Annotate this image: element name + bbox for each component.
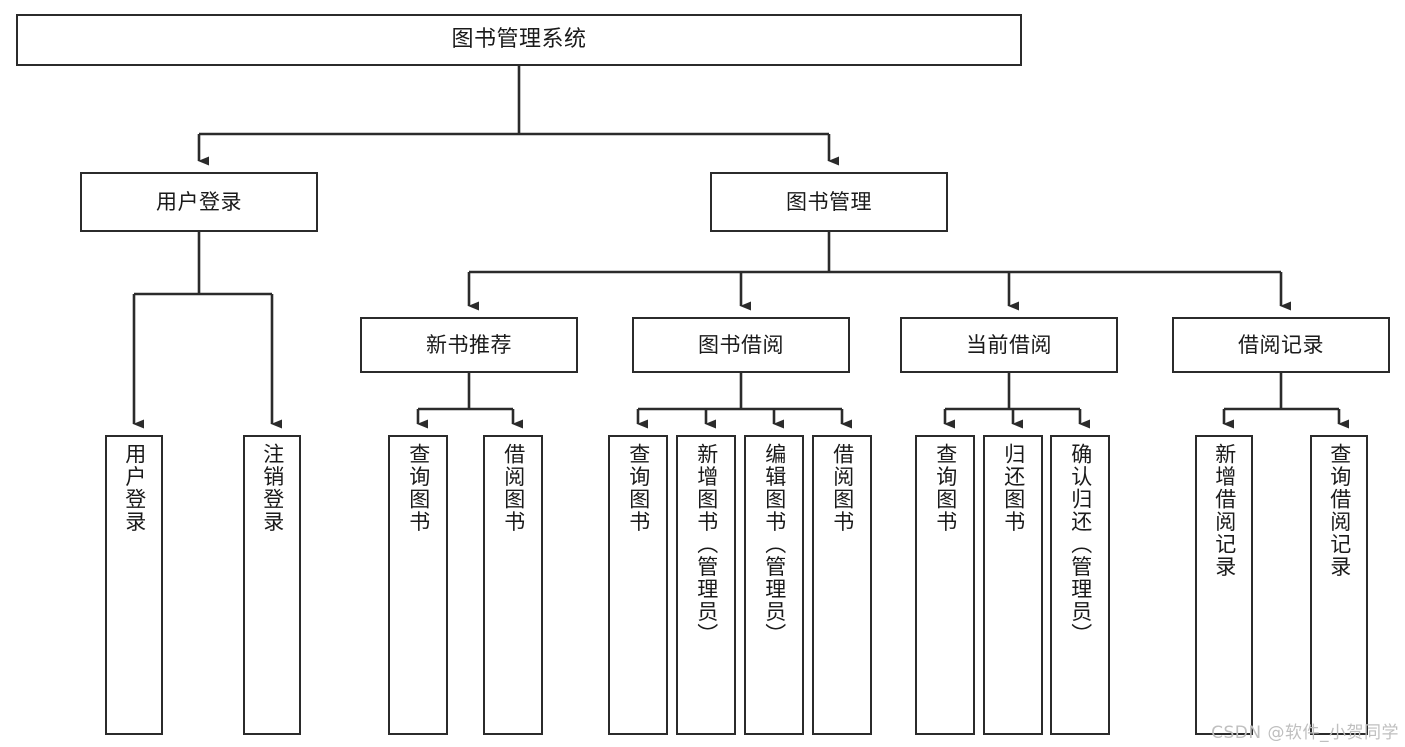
node-leaf-borrow-book-1[interactable]: 借阅图书 bbox=[483, 435, 543, 735]
node-leaf-borrow-book-2[interactable]: 借阅图书 bbox=[812, 435, 872, 735]
node-label: 图书借阅 bbox=[698, 332, 784, 357]
node-book-borrow[interactable]: 图书借阅 bbox=[632, 317, 850, 373]
node-label: 查询图书 bbox=[626, 443, 651, 533]
node-leaf-return-book[interactable]: 归还图书 bbox=[983, 435, 1043, 735]
node-new-book-recommend[interactable]: 新书推荐 bbox=[360, 317, 578, 373]
node-book-management[interactable]: 图书管理 bbox=[710, 172, 948, 232]
node-label: 图书管理 bbox=[786, 189, 872, 214]
node-leaf-confirm-return[interactable]: 确认归还（管理员） bbox=[1050, 435, 1110, 735]
node-label: 借阅记录 bbox=[1238, 332, 1324, 357]
node-label: 新增图书（管理员） bbox=[694, 443, 719, 646]
node-label: 当前借阅 bbox=[966, 332, 1052, 357]
node-label: 归还图书 bbox=[1001, 443, 1026, 533]
node-leaf-add-book[interactable]: 新增图书（管理员） bbox=[676, 435, 736, 735]
node-leaf-query-book-2[interactable]: 查询图书 bbox=[608, 435, 668, 735]
node-label: 查询图书 bbox=[933, 443, 958, 533]
node-label: 确认归还（管理员） bbox=[1068, 443, 1093, 646]
node-user-login[interactable]: 用户登录 bbox=[80, 172, 318, 232]
node-leaf-query-borrow-record[interactable]: 查询借阅记录 bbox=[1310, 435, 1368, 735]
node-label: 借阅图书 bbox=[501, 443, 526, 533]
node-leaf-logout[interactable]: 注销登录 bbox=[243, 435, 301, 735]
node-label: 查询借阅记录 bbox=[1327, 443, 1352, 578]
node-leaf-query-book-1[interactable]: 查询图书 bbox=[388, 435, 448, 735]
node-label: 用户登录 bbox=[156, 189, 242, 214]
watermark: CSDN @软件_小贺同学 bbox=[1211, 723, 1399, 743]
node-leaf-query-book-3[interactable]: 查询图书 bbox=[915, 435, 975, 735]
node-borrow-record[interactable]: 借阅记录 bbox=[1172, 317, 1390, 373]
node-current-borrow[interactable]: 当前借阅 bbox=[900, 317, 1118, 373]
node-label: 编辑图书（管理员） bbox=[762, 443, 787, 646]
node-label: 图书管理系统 bbox=[451, 27, 587, 53]
node-label: 借阅图书 bbox=[830, 443, 855, 533]
node-root-system[interactable]: 图书管理系统 bbox=[16, 14, 1022, 66]
node-leaf-user-login[interactable]: 用户登录 bbox=[105, 435, 163, 735]
node-label: 查询图书 bbox=[406, 443, 431, 533]
node-label: 用户登录 bbox=[122, 443, 147, 533]
node-label: 注销登录 bbox=[260, 443, 285, 533]
node-label: 新增借阅记录 bbox=[1212, 443, 1237, 578]
node-leaf-edit-book[interactable]: 编辑图书（管理员） bbox=[744, 435, 804, 735]
node-leaf-add-borrow-record[interactable]: 新增借阅记录 bbox=[1195, 435, 1253, 735]
node-label: 新书推荐 bbox=[426, 332, 512, 357]
